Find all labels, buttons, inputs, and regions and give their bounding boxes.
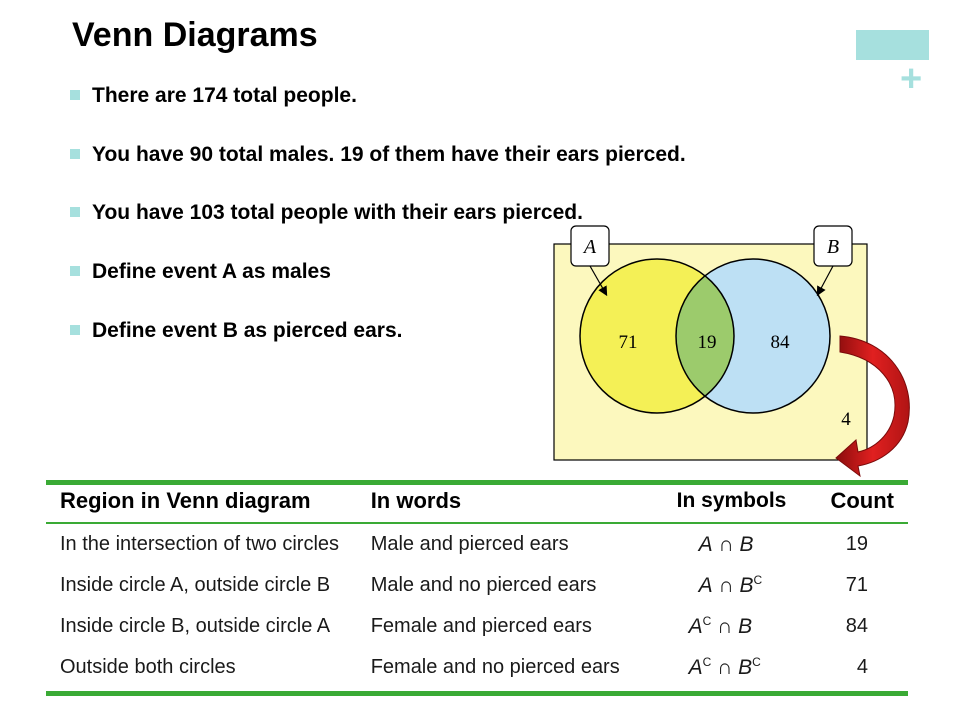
region-table: Region in Venn diagram In words In symbo… (46, 480, 908, 688)
venn-circle-a-outline (579, 258, 735, 414)
arrow-a-icon (589, 265, 608, 297)
cell-count: 71 (845, 574, 868, 596)
table-row: Inside circle A, outside circle B Male a… (46, 565, 908, 606)
bullet-square-icon (70, 149, 80, 159)
cell-region: Outside both circles (60, 656, 236, 678)
bullet-text: You have 103 total people with their ear… (92, 201, 583, 224)
curved-arrow-shape (835, 335, 910, 478)
value-only-b: 84 (771, 332, 791, 353)
table-bottom-rule (46, 691, 908, 696)
venn-diagram: A B 71 19 84 4 (553, 225, 868, 461)
table-header-row: Region in Venn diagram In words In symbo… (46, 480, 908, 524)
arrow-b-icon (816, 265, 834, 297)
cell-words: Female and pierced ears (370, 615, 592, 637)
value-only-a: 71 (619, 332, 638, 353)
plus-icon: + (900, 58, 923, 100)
header-count: Count (816, 480, 908, 524)
header-words: In words (356, 480, 663, 524)
bullet-item: You have 103 total people with their ear… (70, 201, 583, 225)
cell-symbols: AC ∩ BC (688, 655, 761, 679)
cell-words: Male and no pierced ears (370, 574, 597, 596)
label-a: A (582, 236, 597, 258)
accent-bar (856, 30, 929, 60)
bullet-text: Define event A as males (92, 260, 331, 283)
table-row: In the intersection of two circles Male … (46, 523, 908, 565)
venn-circle-b-outline (675, 258, 831, 414)
table-row: Inside circle B, outside circle A Female… (46, 606, 908, 647)
cell-count: 84 (845, 615, 868, 637)
bullet-text: Define event B as pierced ears. (92, 319, 403, 342)
cell-region: Inside circle B, outside circle A (60, 615, 331, 637)
header-region: Region in Venn diagram (46, 480, 357, 524)
bullet-square-icon (70, 207, 80, 217)
label-b: B (827, 236, 839, 258)
bullet-square-icon (70, 266, 80, 276)
cell-words: Male and pierced ears (370, 533, 569, 555)
cell-region: Inside circle A, outside circle B (60, 574, 331, 596)
bullet-item: You have 90 total males. 19 of them have… (70, 143, 686, 167)
bullet-square-icon (70, 90, 80, 100)
bullet-item: Define event A as males (70, 260, 331, 284)
bullet-text: You have 90 total males. 19 of them have… (92, 143, 686, 166)
cell-symbols: AC ∩ B (688, 614, 753, 638)
table-row: Outside both circles Female and no pierc… (46, 647, 908, 688)
bullet-text: There are 174 total people. (92, 84, 357, 107)
cell-symbols: A ∩ B (698, 532, 754, 556)
cell-symbols: A ∩ BC (698, 573, 763, 597)
value-intersection: 19 (698, 332, 717, 353)
bullet-square-icon (70, 325, 80, 335)
header-symbols: In symbols (662, 480, 817, 524)
cell-region: In the intersection of two circles (60, 533, 340, 555)
cell-count: 19 (845, 533, 868, 555)
curved-arrow-icon (835, 335, 910, 478)
value-outside: 4 (841, 409, 851, 430)
venn-overlap (676, 259, 734, 413)
slide-title: Venn Diagrams (72, 16, 318, 54)
bullet-item: There are 174 total people. (70, 84, 357, 108)
bullet-item: Define event B as pierced ears. (70, 319, 402, 343)
cell-count: 4 (856, 656, 868, 678)
cell-words: Female and no pierced ears (370, 656, 620, 678)
